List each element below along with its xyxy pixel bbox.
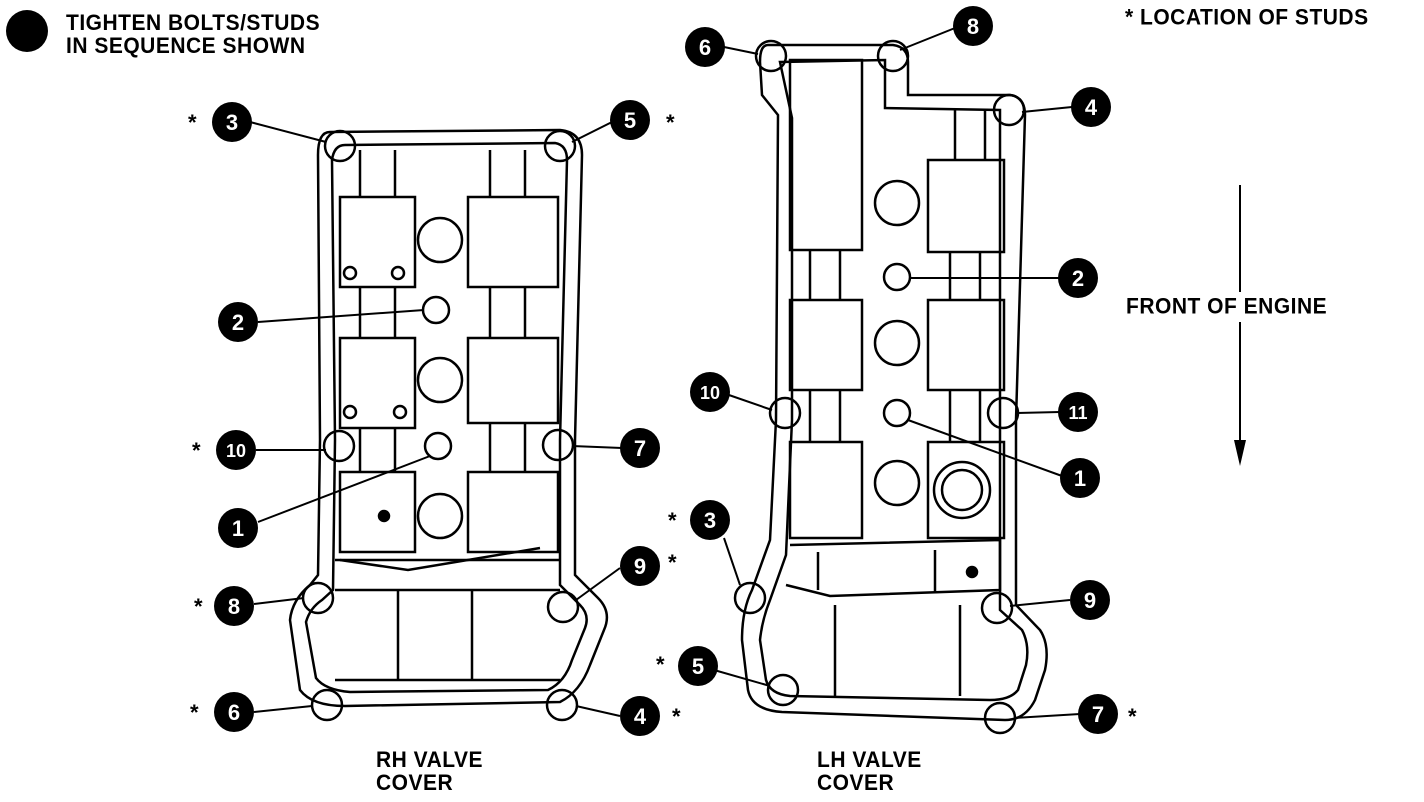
- lh-callout-num: 7: [1092, 702, 1104, 727]
- leader-lines: [249, 27, 1081, 719]
- rh-callout-num: 5: [624, 108, 636, 133]
- legend-line-2: IN SEQUENCE SHOWN: [66, 33, 306, 59]
- lh-callouts: 6 8 4 2 10 11 1 3 9 5 7: [678, 6, 1118, 734]
- lh-callout-3: 3: [690, 500, 730, 540]
- rh-valve-cover-drawing: [288, 128, 609, 722]
- rh-callout-7: 7: [620, 428, 660, 468]
- rh-callout-num: 9: [634, 554, 646, 579]
- rh-callout-10: 10: [216, 430, 256, 470]
- front-of-engine-label: FRONT OF ENGINE: [1126, 294, 1328, 319]
- stud-marker: *: [656, 652, 665, 677]
- rh-callout-4: 4: [620, 696, 660, 736]
- rh-callout-num: 7: [634, 436, 646, 461]
- lh-valve-cover-caption: LH VALVE COVER: [817, 747, 922, 796]
- rh-callout-1: 1: [218, 508, 258, 548]
- lh-callout-11: 11: [1058, 392, 1098, 432]
- lh-callout-num: 6: [699, 35, 711, 60]
- lh-callout-num: 11: [1068, 403, 1087, 423]
- lh-callout-num: 8: [967, 14, 979, 39]
- rh-callout-num: 2: [232, 310, 244, 335]
- lh-callout-1: 1: [1060, 458, 1100, 498]
- legend-dot-icon: [6, 10, 48, 52]
- rh-valve-cover-caption: RH VALVE COVER: [376, 747, 484, 796]
- rh-callout-8: 8: [214, 586, 254, 626]
- lh-callout-num: 4: [1085, 95, 1098, 120]
- front-direction-arrow: [1234, 185, 1246, 466]
- legend-text: TIGHTEN BOLTS/STUDS IN SEQUENCE SHOWN: [66, 10, 321, 59]
- rh-callout-5: 5: [610, 100, 650, 140]
- rh-callout-9: 9: [620, 546, 660, 586]
- rh-callout-num: 10: [226, 441, 246, 461]
- stud-marker: *: [192, 438, 201, 463]
- stud-marker: *: [668, 550, 677, 575]
- lh-callout-num: 2: [1072, 266, 1084, 291]
- stud-marker: *: [672, 704, 681, 729]
- lh-callout-num: 9: [1084, 588, 1096, 613]
- lh-caption-line-1: LH VALVE: [817, 747, 922, 772]
- rh-callout-2: 2: [218, 302, 258, 342]
- lh-callout-7: 7: [1078, 694, 1118, 734]
- lh-callout-num: 1: [1074, 466, 1086, 491]
- legend-line-1: TIGHTEN BOLTS/STUDS: [66, 10, 321, 35]
- stud-marker: *: [194, 594, 203, 619]
- lh-callout-5: 5: [678, 646, 718, 686]
- stud-marker: *: [666, 110, 675, 135]
- lh-callout-2: 2: [1058, 258, 1098, 298]
- lh-callout-6: 6: [685, 27, 725, 67]
- rh-callout-num: 3: [226, 110, 238, 135]
- rh-callout-num: 1: [232, 516, 244, 541]
- rh-callout-num: 4: [634, 704, 647, 729]
- rh-caption-line-1: RH VALVE: [376, 747, 484, 772]
- lh-callout-num: 5: [692, 654, 704, 679]
- lh-caption-line-2: COVER: [817, 770, 895, 796]
- stud-marker: *: [1128, 704, 1137, 729]
- lh-callout-8: 8: [953, 6, 993, 46]
- stud-marker: *: [190, 700, 199, 725]
- lh-callout-9: 9: [1070, 580, 1110, 620]
- lh-callout-num: 10: [700, 383, 720, 403]
- stud-location-note: * LOCATION OF STUDS: [1125, 5, 1369, 30]
- stud-markers: * * * * * * * * * *: [188, 110, 1137, 729]
- lh-callout-10: 10: [690, 372, 730, 412]
- rh-caption-line-2: COVER: [376, 770, 454, 796]
- lh-callout-4: 4: [1071, 87, 1111, 127]
- stud-marker: *: [668, 508, 677, 533]
- rh-callout-num: 6: [228, 700, 240, 725]
- lh-valve-cover-drawing: [733, 39, 1048, 735]
- stud-marker: *: [188, 110, 197, 135]
- rh-callout-6: 6: [214, 692, 254, 732]
- rh-callouts: 3 5 2 10 7 1 9 8 6 4: [212, 100, 660, 736]
- lh-callout-num: 3: [704, 508, 716, 533]
- rh-callout-3: 3: [212, 102, 252, 142]
- rh-callout-num: 8: [228, 594, 240, 619]
